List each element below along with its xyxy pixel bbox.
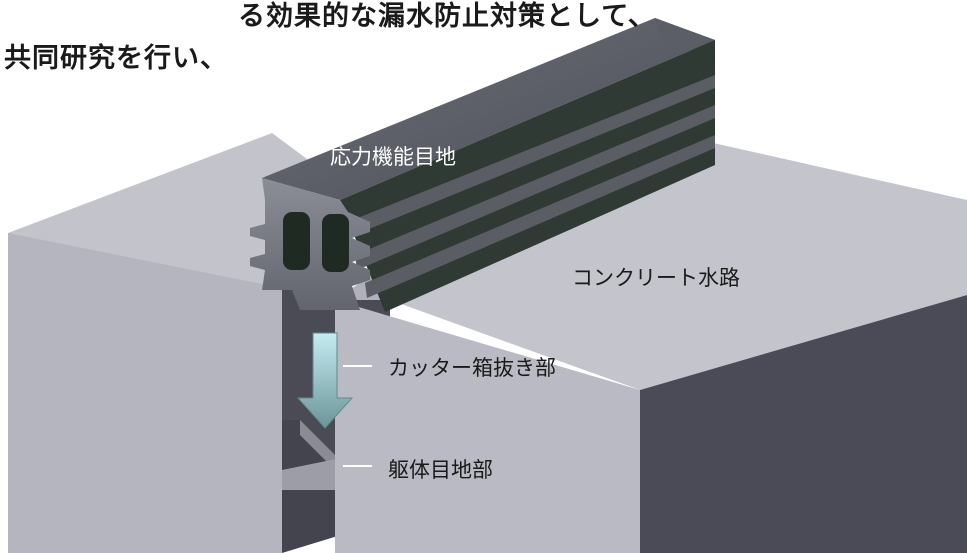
leader-lines (343, 365, 372, 467)
body-joint-label: 躯体目地部 (388, 458, 493, 482)
joint-top-surface (262, 18, 715, 200)
heading-line-2: 共同研究を行い、 (4, 43, 228, 74)
right-block-front (335, 300, 640, 553)
cutter-label: カッター箱抜き部 (388, 356, 556, 380)
stress-joint-profile (250, 18, 715, 312)
joint-cavity-left (283, 212, 310, 270)
down-arrow (296, 332, 354, 429)
joint-label: 応力機能目地 (330, 145, 456, 169)
heading-line-1: る効果的な漏水防止対策として、 (238, 1, 656, 32)
channel-label: コンクリート水路 (572, 266, 740, 290)
joint-cavity-right (322, 214, 349, 272)
right-block-top (390, 140, 967, 390)
left-block-front (8, 233, 282, 553)
joint-fins (340, 75, 715, 298)
right-block-side (640, 295, 967, 553)
joint-long-side (340, 40, 715, 312)
